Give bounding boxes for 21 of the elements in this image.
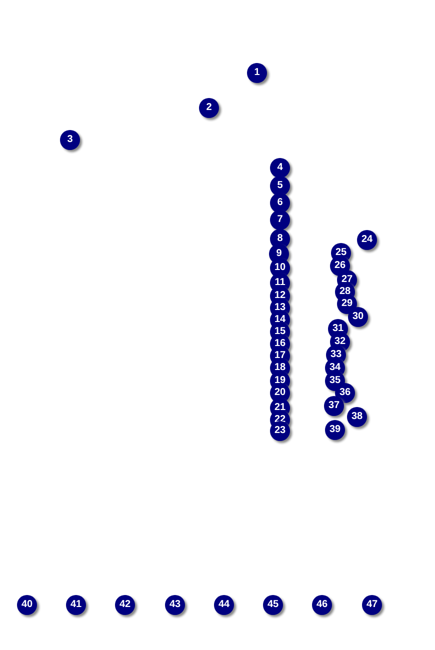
callout-number: 47 [362,595,382,615]
callout-number: 7 [270,210,290,230]
callout-number: 43 [165,595,185,615]
callout-number: 37 [324,396,344,416]
callout-number: 4 [270,158,290,178]
callout-number: 40 [17,595,37,615]
callout-number: 38 [347,407,367,427]
callout-number: 24 [357,230,377,250]
callout-number: 6 [270,193,290,213]
callout-number: 42 [115,595,135,615]
callout-number: 46 [312,595,332,615]
callout-number: 1 [247,63,267,83]
callout-number: 3 [60,130,80,150]
callout-number: 2 [199,98,219,118]
callout-number: 5 [270,176,290,196]
callout-number: 39 [325,420,345,440]
callout-number: 41 [66,595,86,615]
callout-number: 23 [270,421,290,441]
callout-number: 30 [348,307,368,327]
callout-number: 44 [214,595,234,615]
callout-number: 45 [263,595,283,615]
